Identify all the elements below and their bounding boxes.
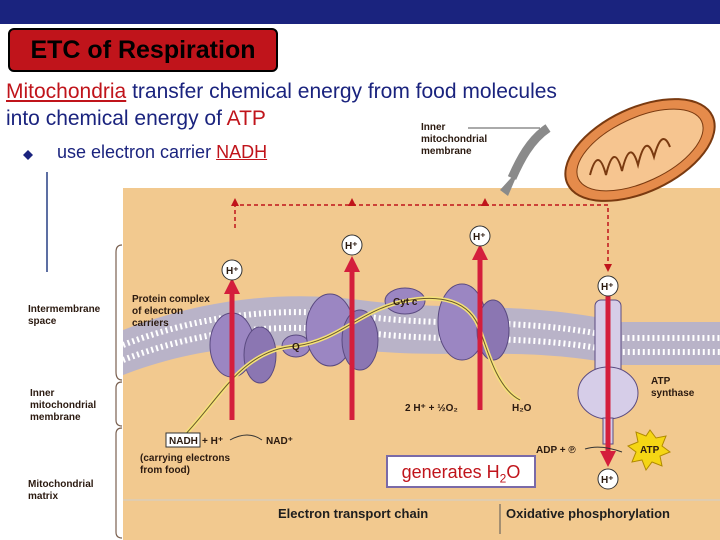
- h-plus-label-5: H⁺: [601, 475, 614, 486]
- label-q: Q: [292, 342, 300, 353]
- pointer-arrow-icon: [500, 124, 551, 196]
- proton-dashed-path: [234, 204, 609, 268]
- bullet-text: use electron carrier NADH: [57, 142, 267, 163]
- label-water-reaction: 2 H⁺ + ½O₂: [405, 403, 458, 414]
- intro-line-2-start: into chemical energy of: [6, 107, 227, 130]
- title-box: ETC of Respiration: [8, 28, 278, 72]
- term-nadh: NADH: [216, 142, 268, 162]
- label-adp-p: ADP + ℗: [536, 445, 576, 456]
- bracket-inner-membrane: [115, 381, 123, 427]
- intro-line-1-rest: transfer chemical energy from food molec…: [126, 80, 557, 103]
- intro-line-2: into chemical energy of ATP: [6, 107, 266, 131]
- h-plus-label-1: H⁺: [226, 266, 239, 277]
- label-nadh-plus: + H⁺: [202, 436, 223, 447]
- mitochondrion-icon: [564, 98, 716, 202]
- term-atp: ATP: [226, 107, 266, 130]
- callout-prefix: generates H: [401, 462, 500, 482]
- nadh-box: [165, 432, 201, 448]
- label-oxphos-banner: Oxidative phosphorylation: [506, 506, 670, 521]
- label-nad-plus: NAD⁺: [266, 436, 293, 447]
- bullet-text-start: use electron carrier: [57, 142, 217, 162]
- bullet-diamond-icon: [23, 150, 33, 160]
- h-plus-label-2: H⁺: [345, 241, 358, 252]
- label-h2o: H₂O: [512, 403, 532, 414]
- callout-suffix: O: [506, 462, 521, 482]
- slide-top-bar: [0, 0, 720, 24]
- term-mitochondria: Mitochondria: [6, 80, 127, 103]
- bracket-matrix: [115, 427, 123, 539]
- label-nadh: NADH: [169, 436, 198, 447]
- atp-burst-icon: [626, 429, 672, 472]
- proton-ions: [221, 225, 619, 490]
- label-cyt-c: Cyt c: [393, 297, 418, 308]
- generates-water-text: generates H2O: [388, 462, 534, 486]
- callout-subscript: 2: [499, 471, 507, 486]
- proton-pump-arrows: [224, 244, 616, 467]
- label-etc-banner: Electron transport chain: [278, 506, 428, 521]
- h-plus-label-3: H⁺: [473, 232, 486, 243]
- slide-title: ETC of Respiration: [30, 36, 256, 64]
- intro-line-1: Mitochondria transfer chemical energy fr…: [6, 80, 557, 104]
- label-atp: ATP: [640, 445, 660, 456]
- generates-water-callout: generates H2O: [386, 455, 536, 488]
- bracket-intermembrane: [115, 244, 123, 381]
- h-plus-label-4: H⁺: [601, 282, 614, 293]
